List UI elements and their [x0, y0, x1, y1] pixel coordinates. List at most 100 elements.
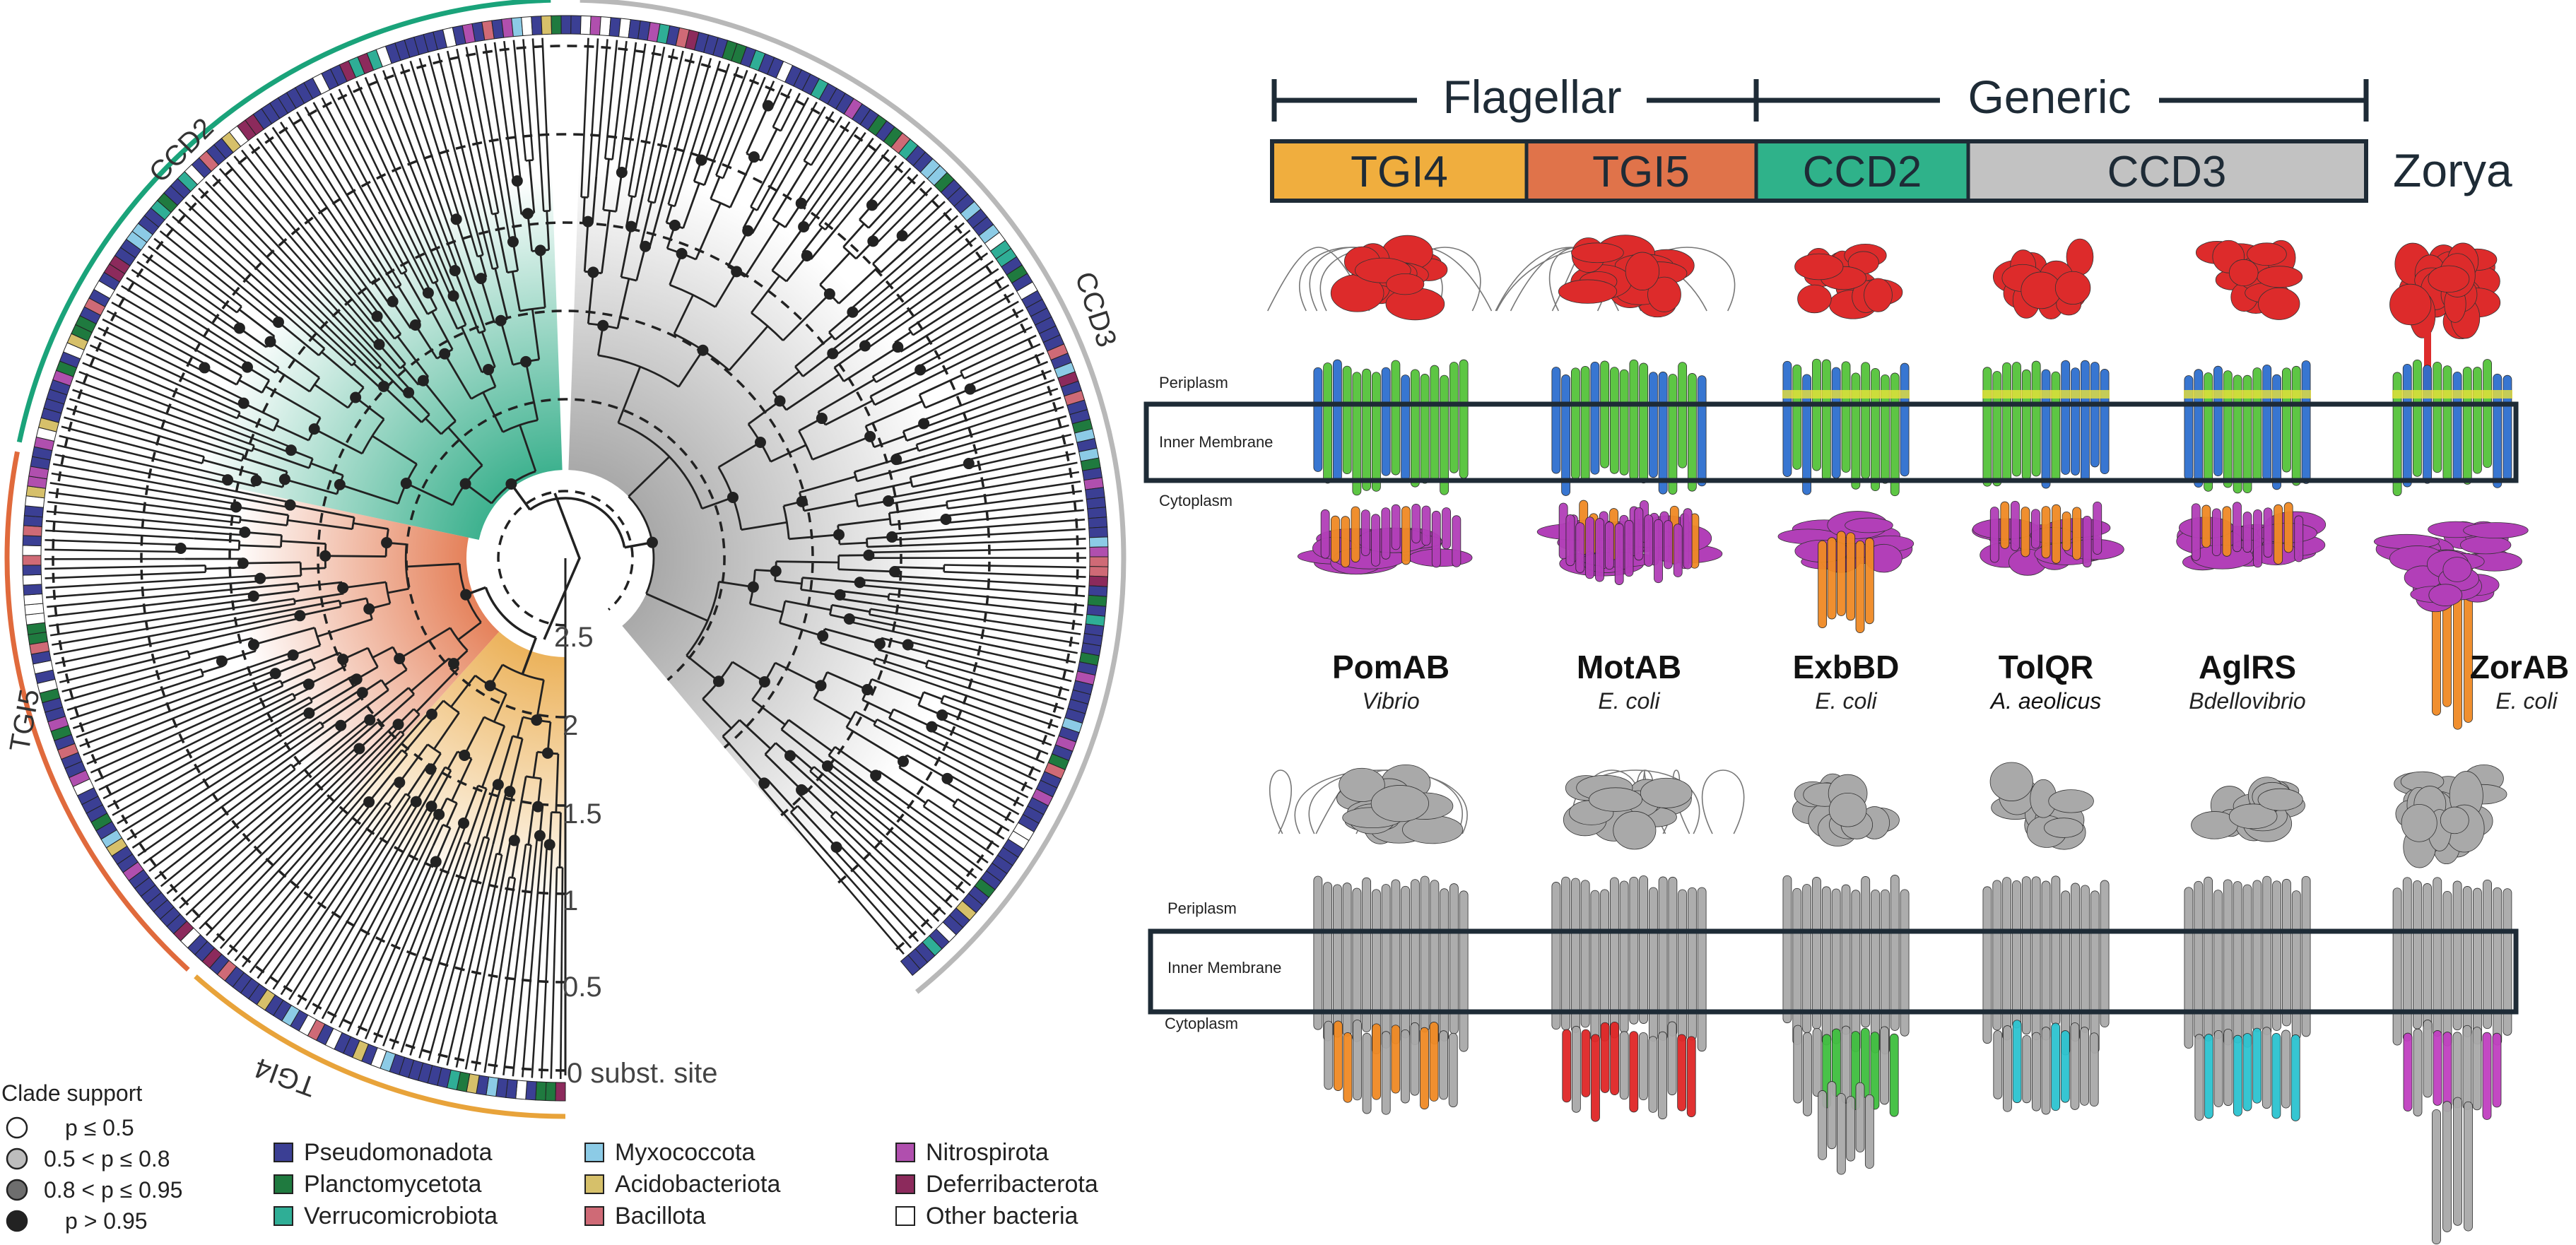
cytoplasmic-helix — [2222, 506, 2232, 557]
cytoplasmic-helix — [2000, 501, 2010, 549]
tree-branch — [968, 352, 1045, 387]
periplasmic-domain — [2258, 288, 2300, 320]
tm-helix — [1362, 368, 1372, 491]
tree-branch — [384, 338, 406, 365]
tree-branch — [481, 331, 496, 367]
tree-branch — [582, 197, 586, 222]
tree-branch — [635, 246, 647, 281]
cytoplasmic-helix — [2031, 509, 2040, 549]
tree-branch — [559, 867, 564, 1079]
tree-branch — [75, 379, 255, 447]
tm-helix — [2462, 366, 2472, 485]
tree-branch — [759, 785, 794, 825]
tree-branch — [927, 659, 1067, 701]
tree-branch — [308, 682, 360, 714]
support-nodes — [175, 100, 976, 868]
domain-segment-tgi5 — [1527, 141, 1756, 201]
tm-helix — [2442, 890, 2452, 1046]
tm-helix — [2291, 890, 2301, 1040]
tree-branch — [404, 716, 435, 753]
support-node — [827, 348, 839, 360]
tree-branch — [789, 533, 840, 541]
tree-branch — [203, 459, 259, 476]
tm-helix — [2413, 359, 2422, 477]
tree-branch — [318, 348, 326, 356]
periplasmic-domain — [1797, 284, 1832, 314]
tm-helix — [1648, 887, 1658, 1042]
tm-helix — [1600, 889, 1610, 1042]
tm-helix — [2100, 880, 2110, 1028]
tree-branch — [686, 582, 720, 656]
periplasmic-domain — [1589, 787, 1642, 812]
support-node — [237, 557, 249, 570]
tree-branch — [200, 668, 204, 676]
cytoplasmic-helix — [2060, 1030, 2070, 1103]
tree-branch — [148, 245, 238, 314]
taxon-label: Other bacteria — [926, 1203, 1078, 1229]
support-node — [241, 361, 253, 373]
cytoplasmic-helix — [1638, 1032, 1648, 1101]
support-node — [250, 475, 262, 487]
complex-names: PomAB Vibrio MotAB E. coli ExbBD E. coli… — [1332, 649, 2569, 714]
tree-branch — [79, 670, 275, 748]
support-node — [897, 755, 909, 767]
tree-branch — [308, 665, 347, 685]
tree-branch — [401, 714, 420, 734]
tree-branch — [54, 454, 291, 504]
tree-branch — [640, 201, 653, 246]
tree-branch — [546, 211, 551, 250]
cytoplasmic-helix — [2041, 1027, 2051, 1115]
support-node — [450, 213, 462, 225]
cytoplasmic-helix — [1644, 514, 1654, 567]
tip-cell — [521, 16, 533, 36]
tree-branch — [791, 822, 905, 955]
cytoplasmic-helix — [1812, 1027, 1822, 1097]
tree-branch — [654, 52, 693, 203]
tree-branch — [749, 603, 783, 613]
tree-branch — [427, 743, 442, 755]
tree-branch — [746, 105, 770, 154]
tree-branch — [237, 414, 274, 432]
tree-branch — [86, 680, 281, 765]
support-node — [400, 477, 412, 489]
tree-branch — [264, 132, 372, 284]
cytoplasmic-helix — [2012, 1020, 2022, 1104]
tree-branch — [854, 222, 965, 316]
tm-helix — [2503, 888, 2512, 1036]
cytoplasmic-helix — [1619, 1031, 1629, 1100]
tip-cell — [541, 15, 553, 35]
tree-branch — [288, 116, 397, 289]
domain-label: TGI4 — [1351, 148, 1448, 196]
tree-branch — [399, 627, 451, 660]
complex-organism: E. coli — [1815, 688, 1877, 714]
tree-branch — [153, 237, 242, 307]
tree-branch — [403, 271, 429, 315]
support-node — [269, 668, 281, 680]
tree-branch — [857, 464, 917, 483]
periplasmic-domain — [1828, 792, 1867, 827]
support-node — [239, 526, 251, 538]
scale-label: 2 — [563, 710, 578, 741]
tip-cell — [555, 1082, 566, 1102]
tree-branch — [921, 317, 1028, 374]
tm-helix — [2402, 363, 2412, 488]
grey-structure-tolqr — [1982, 762, 2110, 1115]
tm-helix — [1580, 880, 1590, 1028]
tree-branch — [290, 504, 355, 519]
cytoplasmic-helix — [1331, 515, 1340, 563]
periplasmic-domain — [2428, 265, 2470, 293]
complex-organism: A. aeolicus — [1989, 688, 2102, 714]
tree-branch — [367, 753, 408, 803]
tree-branch — [418, 837, 486, 1058]
support-node — [964, 383, 976, 395]
tip-cell — [1088, 517, 1108, 529]
tree-branch — [522, 39, 534, 160]
tree-branch — [400, 844, 471, 1053]
periplasmic-domain — [1647, 276, 1681, 312]
plug-region — [1782, 390, 1910, 399]
cytoplasmic-helix — [2274, 504, 2283, 565]
tree-branch — [484, 586, 537, 639]
tm-helix — [2041, 369, 2051, 489]
tip-cell — [1088, 575, 1109, 587]
tree-branch — [72, 389, 253, 452]
